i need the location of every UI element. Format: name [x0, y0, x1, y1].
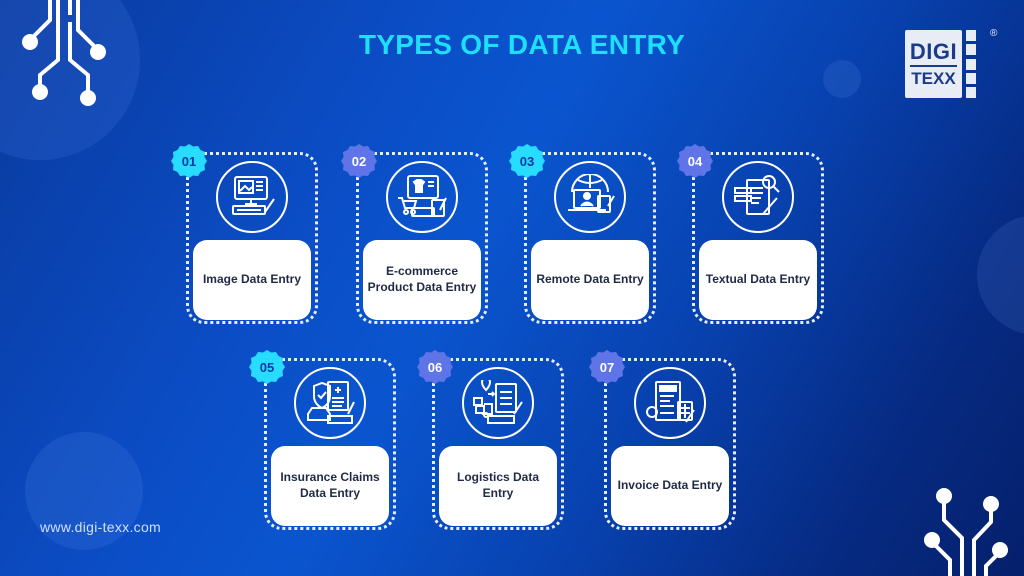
card-label: Insurance Claims Data Entry [271, 446, 389, 526]
logo-film-strip [966, 30, 976, 98]
document-magnifier-pencil-icon [722, 161, 794, 233]
digitexx-logo: DIGI TEXX ® [905, 28, 997, 98]
background-glow-bottom-left [25, 432, 143, 550]
registered-mark: ® [990, 28, 998, 39]
card-label: Textual Data Entry [699, 240, 817, 320]
card-ecommerce-product-data-entry: 02 E-commerce Product Data Entry [341, 144, 488, 324]
circuit-decoration-icon [22, 0, 106, 106]
computer-image-editing-icon [216, 161, 288, 233]
number-badge: 01 [171, 143, 207, 179]
number-badge: 02 [341, 143, 377, 179]
insurance-shield-car-clipboard-icon [294, 367, 366, 439]
page-title: TYPES OF DATA ENTRY [358, 29, 686, 60]
circuit-decoration-icon [924, 488, 1008, 576]
card-invoice-data-entry: 07 Invoice Data Entry [589, 350, 736, 530]
number-badge: 05 [249, 349, 285, 385]
number-badge: 06 [417, 349, 453, 385]
number-badge: 04 [677, 143, 713, 179]
invoice-calculator-icon [634, 367, 706, 439]
logistics-truck-clipboard-icon [462, 367, 534, 439]
ecommerce-cart-monitor-icon [386, 161, 458, 233]
card-remote-data-entry: 03 Remote Data Entry [509, 144, 656, 324]
background-glow-top-right [823, 60, 861, 98]
card-image-data-entry: 01 Image Data Entry [171, 144, 318, 324]
card-label: Logistics Data Entry [439, 446, 557, 526]
card-label: E-commerce Product Data Entry [363, 240, 481, 320]
card-label: Remote Data Entry [531, 240, 649, 320]
number-badge: 03 [509, 143, 545, 179]
card-insurance-claims-data-entry: 05 Insurance Claims Data Entry [249, 350, 396, 530]
logo-text-bottom: TEXX [911, 69, 956, 88]
number-badge: 07 [589, 349, 625, 385]
remote-laptop-globe-icon [554, 161, 626, 233]
card-label: Invoice Data Entry [611, 446, 729, 526]
card-textual-data-entry: 04 Textual Data Entry [677, 144, 824, 324]
card-logistics-data-entry: 06 Logistics Data Entry [417, 350, 564, 530]
background-glow-right [977, 215, 1024, 335]
logo-text-top: DIGI [909, 41, 958, 67]
website-link[interactable]: www.digi-texx.com [40, 519, 162, 535]
logo-box: DIGI TEXX [905, 30, 962, 98]
card-label: Image Data Entry [193, 240, 311, 320]
